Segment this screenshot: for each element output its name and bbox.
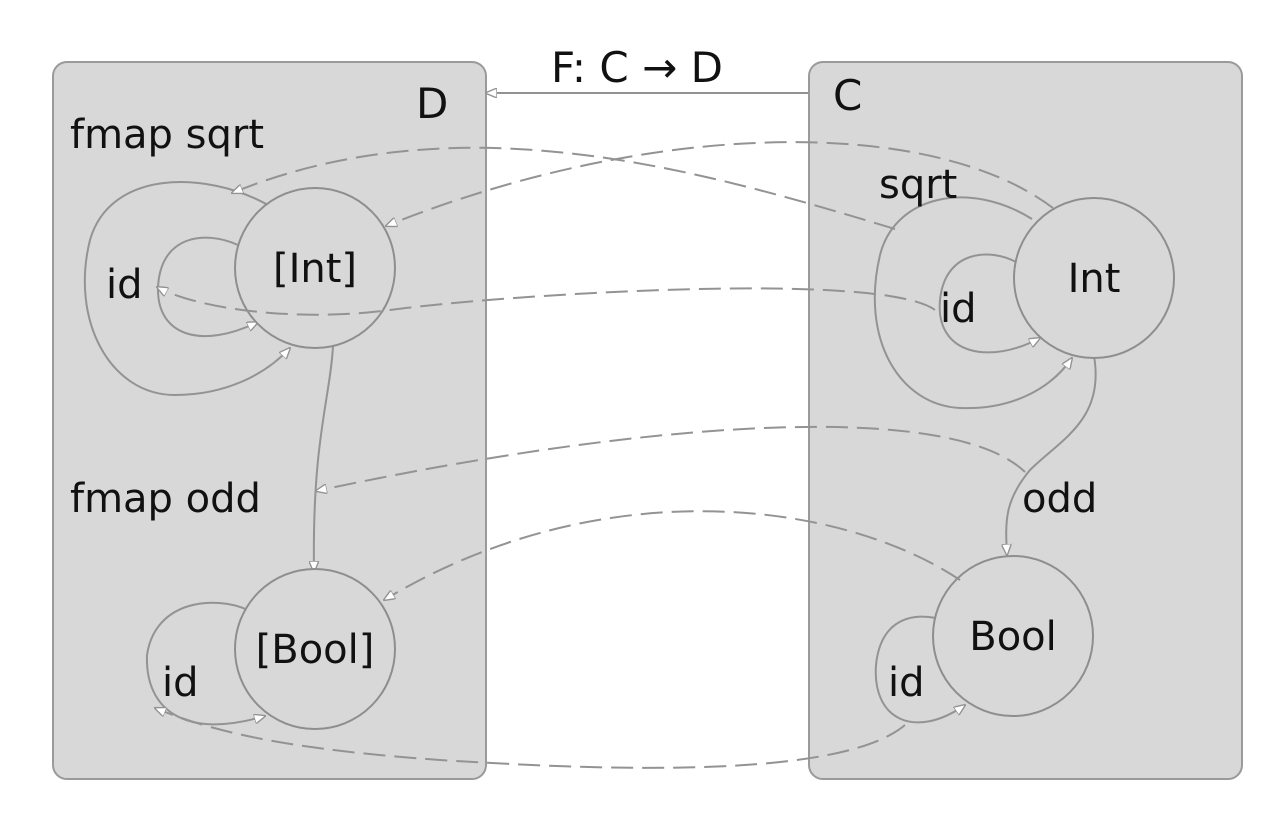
fmap-sqrt-label: fmap sqrt [70, 112, 264, 158]
id-bool-loop [874, 615, 965, 724]
fmap-odd-arrow [314, 345, 334, 572]
object-int [1013, 197, 1175, 359]
object-list-bool [234, 568, 396, 730]
sqrt-label: sqrt [879, 162, 957, 208]
map-bool-to-list-bool [384, 510, 961, 600]
object-int-label: Int [1068, 256, 1121, 302]
map-id-int-to-id-list-int [157, 287, 936, 316]
object-bool-label: Bool [969, 614, 1057, 660]
fmap-sqrt-arrow [83, 181, 290, 397]
id-int-loop [938, 253, 1040, 354]
id-bool-label: id [888, 660, 925, 706]
id-list-int-label: id [106, 262, 143, 308]
map-int-to-list-int [386, 141, 1054, 226]
id-list-bool-label: id [162, 660, 199, 706]
odd-arrow [1006, 355, 1097, 555]
functor-title: F: C → D [551, 43, 723, 92]
map-id-bool-to-id-list-bool [155, 708, 906, 769]
map-sqrt-to-fmap-sqrt [232, 146, 896, 230]
fmap-odd-label: fmap odd [70, 476, 261, 522]
object-list-bool-label: [Bool] [256, 627, 375, 673]
id-list-bool-loop [145, 601, 265, 726]
object-bool [932, 555, 1094, 717]
id-int-label: id [940, 286, 977, 332]
object-list-int-label: [Int] [273, 246, 357, 292]
odd-label: odd [1022, 476, 1097, 522]
map-odd-to-fmap-odd [316, 425, 1026, 491]
category-c-label: C [833, 71, 862, 120]
category-d-label: D [416, 79, 448, 128]
sqrt-arrow [873, 196, 1072, 410]
object-list-int [234, 187, 396, 349]
